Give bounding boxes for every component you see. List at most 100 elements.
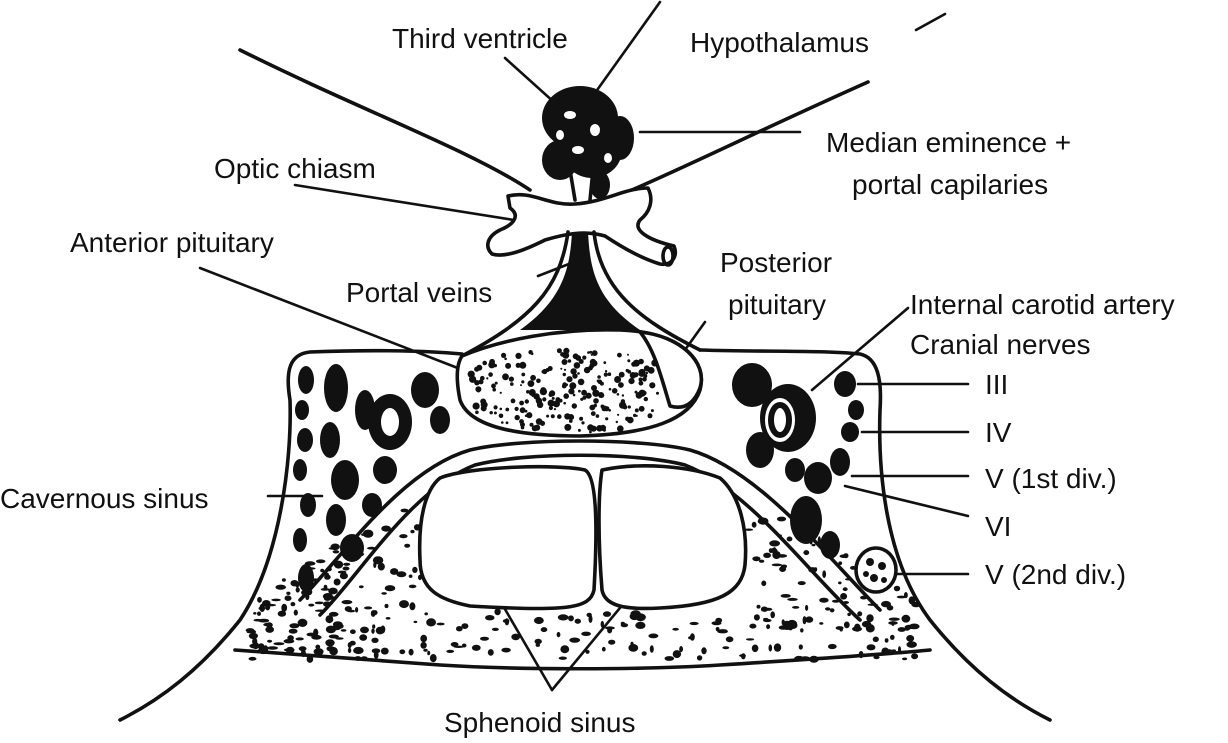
- bone-stipple-dot: [341, 629, 347, 632]
- bone-stipple-dot: [286, 592, 290, 595]
- pituitary-stipple-dot: [521, 380, 524, 383]
- bone-stipple-dot: [314, 648, 324, 655]
- bone-stipple-dot: [348, 642, 352, 648]
- bone-stipple-dot: [843, 587, 848, 591]
- pituitary-stipple-dot: [552, 397, 555, 400]
- pituitary-stipple-dot: [644, 365, 650, 371]
- pituitary-stipple-dot: [526, 390, 530, 394]
- pituitary-stipple-dot: [622, 394, 624, 396]
- bone-stipple-dot: [774, 643, 781, 651]
- bone-stipple-dot: [359, 585, 364, 588]
- bone-stipple-dot: [410, 530, 414, 533]
- pituitary-stipple-dot: [627, 354, 629, 356]
- bone-stipple-dot: [758, 518, 769, 525]
- label-internal-carotid-artery: Internal carotid artery: [910, 289, 1175, 320]
- bone-stipple-dot: [430, 654, 437, 662]
- bone-stipple-dot: [424, 612, 428, 615]
- bone-stipple-dot: [838, 561, 842, 565]
- label-third-ventricle: Third ventricle: [392, 23, 568, 54]
- pituitary-stipple-dot: [495, 382, 498, 385]
- bone-stipple-dot: [792, 606, 799, 609]
- bone-stipple-dot: [399, 600, 409, 608]
- pituitary-stipple-dot: [560, 368, 562, 370]
- pituitary-stipple-dot: [636, 392, 643, 399]
- bone-stipple-dot: [830, 608, 835, 612]
- pituitary-stipple-dot: [656, 362, 658, 364]
- bone-stipple-dot: [325, 573, 329, 577]
- pituitary-stipple-dot: [562, 359, 568, 365]
- pituitary-stipple-dot: [608, 409, 611, 412]
- bone-stipple-dot: [787, 598, 798, 601]
- pituitary-stipple-dot: [627, 359, 630, 362]
- pituitary-stipple-dot: [603, 429, 606, 432]
- bone-stipple-dot: [289, 623, 299, 628]
- bone-stipple-dot: [836, 626, 844, 630]
- bone-stipple-dot: [803, 616, 807, 624]
- pituitary-stipple-dot: [599, 393, 604, 398]
- bone-stipple-dot: [409, 602, 415, 610]
- bone-stipple-dot: [697, 655, 702, 660]
- bone-stipple-dot: [763, 553, 771, 558]
- bone-stipple-dot: [501, 648, 510, 653]
- label-posterior-pituitary-line1: Posterior: [720, 247, 832, 278]
- bone-stipple-dot: [307, 633, 316, 637]
- pituitary-stipple-dot: [520, 422, 525, 427]
- pituitary-stipple-dot: [515, 353, 521, 359]
- bone-stipple-dot: [873, 637, 879, 643]
- pituitary-stipple-dot: [549, 401, 554, 406]
- pituitary-stipple-dot: [473, 403, 480, 410]
- bone-stipple-dot: [601, 621, 604, 628]
- bone-stipple-dot: [258, 619, 269, 623]
- bone-stipple-dot: [757, 605, 761, 609]
- bone-stipple-dot: [889, 618, 900, 621]
- bone-stipple-dot: [335, 637, 343, 639]
- pituitary-stipple-dot: [509, 377, 514, 382]
- bone-stipple-dot: [867, 644, 876, 650]
- bone-stipple-dot: [587, 613, 592, 617]
- pituitary-stipple-dot: [501, 421, 504, 424]
- pituitary-stipple-dot: [521, 373, 525, 377]
- bone-stipple-dot: [361, 533, 365, 536]
- bone-stipple-dot: [822, 570, 826, 578]
- bone-stipple-dot: [385, 604, 389, 608]
- pituitary-stipple-dot: [642, 391, 647, 396]
- bone-stipple-dot: [581, 632, 591, 636]
- bone-stipple-dot: [642, 651, 647, 656]
- pituitary-stipple-dot: [519, 401, 524, 406]
- label-nerve-iv: IV: [985, 417, 1012, 448]
- bone-stipple-dot: [284, 639, 295, 643]
- bone-stipple-dot: [881, 601, 891, 607]
- bone-stipple-dot: [907, 641, 917, 648]
- pituitary-stipple-dot: [564, 424, 571, 431]
- pituitary-stipple-dot: [578, 429, 581, 432]
- bone-stipple-dot: [257, 597, 262, 603]
- label-anterior-pituitary: Anterior pituitary: [70, 227, 274, 258]
- pituitary-stipple-dot: [648, 413, 653, 418]
- pituitary-stipple-dot: [603, 361, 606, 364]
- pituitary-stipple-dot: [598, 380, 603, 385]
- nerve-iii-cross-section: [834, 371, 856, 397]
- bone-stipple-dot: [778, 534, 782, 536]
- bone-stipple-dot: [285, 595, 292, 601]
- bone-stipple-dot: [427, 651, 430, 656]
- pituitary-stipple-dot: [587, 424, 594, 431]
- pituitary-stipple-dot: [505, 408, 509, 412]
- pituitary-stipple-dot: [549, 390, 555, 396]
- bone-stipple-dot: [772, 564, 782, 567]
- pituitary-stipple-dot: [548, 366, 553, 371]
- bone-stipple-dot: [338, 571, 347, 574]
- bone-stipple-dot: [291, 580, 299, 586]
- pituitary-stipple-dot: [554, 408, 556, 410]
- pituitary-stipple-dot: [565, 383, 568, 386]
- internal-carotid-leader: [812, 308, 908, 390]
- bone-stipple-dot: [608, 640, 615, 645]
- bone-stipple-dot: [843, 601, 849, 604]
- label-hypothalamus: Hypothalamus: [690, 27, 869, 58]
- pituitary-stipple-dot: [510, 382, 514, 386]
- pituitary-stipple-dot: [639, 406, 645, 412]
- bone-stipple-dot: [267, 640, 272, 643]
- bone-stipple-dot: [766, 624, 770, 629]
- pituitary-stipple-dot: [542, 397, 546, 401]
- pituitary-stipple-dot: [540, 387, 546, 393]
